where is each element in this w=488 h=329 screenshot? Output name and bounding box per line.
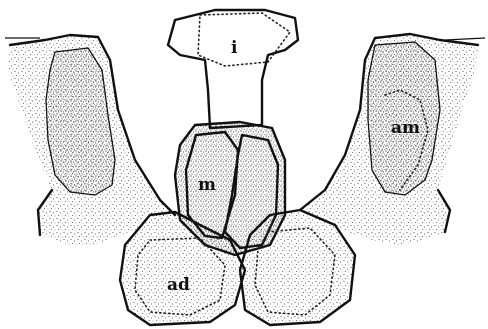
right-arm — [300, 34, 485, 245]
element-lower-right — [240, 210, 355, 325]
element-i — [168, 10, 298, 128]
left-arm — [5, 35, 175, 245]
label-m: m — [198, 175, 216, 195]
label-ad: ad — [167, 275, 190, 295]
label-am: am — [391, 118, 420, 138]
label-i: i — [231, 38, 238, 58]
